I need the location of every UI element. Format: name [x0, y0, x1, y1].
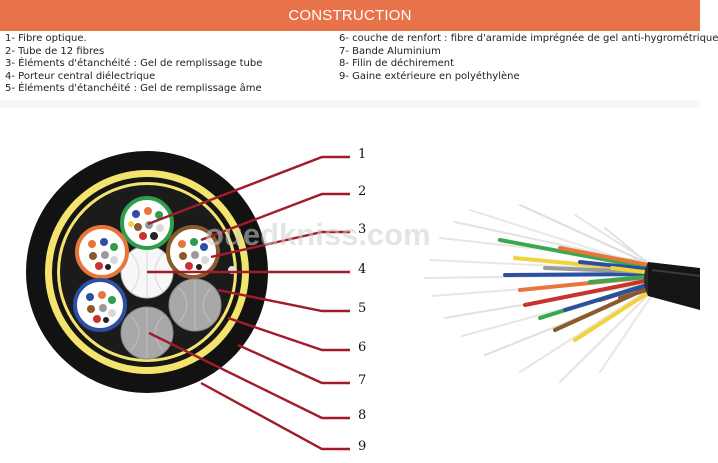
callout-7: 7	[358, 373, 367, 388]
callout-3: 3	[358, 222, 367, 237]
legend-item-1: 1- Fibre optique.	[5, 33, 87, 44]
legend-item-8: 8- Filin de déchirement	[339, 58, 455, 70]
leader-line-9	[200, 381, 350, 451]
fiber-bundle	[424, 204, 701, 383]
legend-item-5: 5- Éléments d'étanchéité : Gel de rempli…	[5, 83, 262, 95]
cable-cross-section	[26, 151, 268, 393]
filler-right-texture	[178, 280, 212, 330]
leader-line-1	[147, 155, 350, 226]
leader-lines	[147, 155, 350, 451]
tube-blue	[73, 278, 127, 332]
legend-item-3: 3- Éléments d'étanchéité : Gel de rempli…	[5, 58, 263, 70]
tube-green	[120, 196, 174, 250]
legend-item-9: 9- Gaine extérieure en polyéthylène	[339, 70, 520, 82]
cable-jacket	[648, 262, 700, 310]
callout-9: 9	[358, 439, 367, 454]
callout-2: 2	[358, 184, 367, 199]
leader-line-6	[227, 316, 350, 352]
legend-item-2: 2- Tube de 12 fibres	[5, 45, 105, 57]
legend-left-column: 1- Fibre optique. 2- Tube de 12 fibres 3…	[5, 33, 262, 96]
callout-8: 8	[358, 408, 367, 423]
tube-orange	[75, 225, 129, 279]
callout-4: 4	[358, 262, 367, 277]
callout-5: 5	[358, 301, 367, 316]
legend-item-7: 7- Bande Aluminium	[339, 45, 441, 57]
leader-line-3	[210, 230, 350, 259]
fiber-strands	[424, 204, 662, 383]
leader-line-5	[217, 288, 350, 313]
legend-item-6: 6- couche de renfort : fibre d'aramide i…	[339, 33, 718, 44]
callout-6: 6	[358, 340, 367, 355]
watermark-text: ouedkniss.com	[205, 217, 431, 252]
cable-jacket-highlight	[651, 269, 701, 277]
cable-diagram: ouedkniss.com	[26, 151, 701, 451]
leader-line-2	[200, 192, 350, 242]
watermark: ouedkniss.com	[205, 217, 431, 252]
legend-right-column: 6- couche de renfort : fibre d'aramide i…	[339, 33, 718, 83]
filler-bottom-texture	[130, 308, 164, 358]
callout-1: 1	[358, 147, 367, 162]
cable-jacket-end	[644, 262, 648, 296]
leader-line-7	[237, 343, 350, 385]
legend-item-4: 4- Porteur central diélectrique	[5, 70, 156, 82]
construction-header: CONSTRUCTION	[0, 0, 700, 31]
leader-line-8	[148, 331, 350, 420]
header-title: CONSTRUCTION	[288, 7, 412, 24]
separator-band	[0, 100, 700, 108]
